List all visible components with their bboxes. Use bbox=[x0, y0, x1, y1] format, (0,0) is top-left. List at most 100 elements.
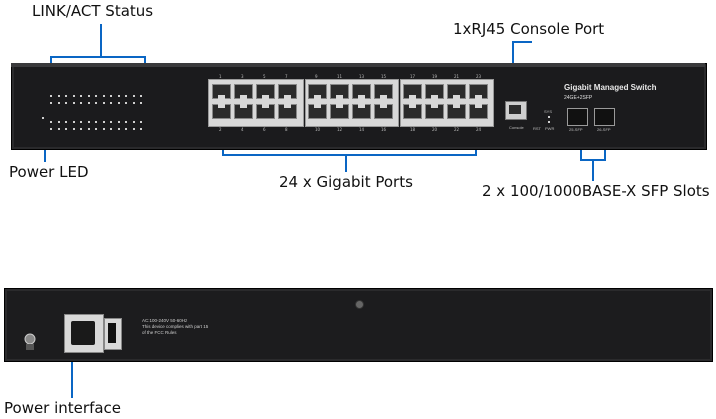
port-number-top: 15 bbox=[381, 74, 387, 79]
sfp-slots-label: 2 x 100/1000BASE-X SFP Slots bbox=[482, 182, 710, 200]
rj45-port-21[interactable] bbox=[447, 84, 466, 99]
port-number-bottom: 16 bbox=[381, 127, 387, 132]
rj45-port-6[interactable] bbox=[256, 104, 275, 119]
rj45-port-18[interactable] bbox=[403, 104, 422, 119]
rj45-port-9[interactable] bbox=[308, 84, 327, 99]
link-act-led bbox=[110, 95, 112, 97]
rj45-port-11[interactable] bbox=[330, 84, 349, 99]
product-title: Gigabit Managed Switch bbox=[564, 83, 657, 92]
rj45-port-12[interactable] bbox=[330, 104, 349, 119]
link-act-led bbox=[50, 102, 52, 104]
link-act-bracket bbox=[50, 56, 145, 58]
power-interface-callout-line bbox=[71, 332, 73, 398]
link-act-led bbox=[80, 128, 82, 130]
link-act-led bbox=[102, 128, 105, 130]
console-port[interactable] bbox=[505, 101, 527, 120]
link-act-led bbox=[72, 95, 75, 97]
link-act-led bbox=[80, 95, 82, 97]
console-port-caption: Console bbox=[509, 125, 524, 130]
port-number-top: 7 bbox=[285, 74, 288, 79]
rj45-port-3[interactable] bbox=[234, 84, 253, 99]
link-act-led bbox=[95, 95, 97, 97]
link-act-led bbox=[57, 95, 60, 97]
link-act-led bbox=[57, 121, 60, 123]
link-act-led bbox=[117, 121, 120, 123]
sfp-slot-26[interactable] bbox=[594, 108, 615, 126]
rj45-port-7[interactable] bbox=[278, 84, 297, 99]
sys-led bbox=[548, 116, 550, 118]
link-act-led bbox=[140, 102, 142, 104]
rj45-port-23[interactable] bbox=[469, 84, 488, 99]
link-act-led bbox=[50, 95, 52, 97]
link-act-led bbox=[65, 95, 67, 97]
rj45-port-24[interactable] bbox=[469, 104, 488, 119]
port-number-top: 21 bbox=[454, 74, 460, 79]
ac-power-socket[interactable] bbox=[64, 314, 104, 353]
link-act-led bbox=[125, 128, 127, 130]
port-number-bottom: 20 bbox=[432, 127, 438, 132]
sfp-slot-25[interactable] bbox=[567, 108, 588, 126]
power-rating-text: AC:100-240V 50-60Hz This device complies… bbox=[142, 318, 208, 336]
port-number-bottom: 24 bbox=[476, 127, 482, 132]
port-number-bottom: 18 bbox=[410, 127, 416, 132]
rj45-port-20[interactable] bbox=[425, 104, 444, 119]
link-act-led bbox=[72, 102, 75, 104]
rj45-port-8[interactable] bbox=[278, 104, 297, 119]
power-led bbox=[42, 117, 44, 119]
link-act-led bbox=[50, 121, 52, 123]
rj45-port-1[interactable] bbox=[212, 84, 231, 99]
link-act-led bbox=[87, 102, 90, 104]
rst-button-label: RST bbox=[533, 126, 541, 131]
link-act-led bbox=[57, 102, 60, 104]
port-number-bottom: 14 bbox=[359, 127, 365, 132]
product-subtitle: 24GE+2SFP bbox=[564, 95, 593, 101]
ports-callout-line bbox=[345, 154, 347, 172]
link-act-led bbox=[132, 128, 135, 130]
link-act-led bbox=[65, 128, 67, 130]
rj45-port-10[interactable] bbox=[308, 104, 327, 119]
rj45-port-22[interactable] bbox=[447, 104, 466, 119]
link-act-led bbox=[102, 95, 105, 97]
ground-terminal-icon bbox=[24, 333, 36, 350]
link-act-led bbox=[72, 121, 75, 123]
rj45-port-14[interactable] bbox=[352, 104, 371, 119]
port-number-top: 11 bbox=[337, 74, 343, 79]
rj45-port-13[interactable] bbox=[352, 84, 371, 99]
pwr-led-label: PWR bbox=[545, 126, 555, 131]
rj45-port-19[interactable] bbox=[425, 84, 444, 99]
link-act-led bbox=[140, 121, 142, 123]
link-act-led bbox=[65, 102, 67, 104]
rj45-port-4[interactable] bbox=[234, 104, 253, 119]
console-port-label: 1xRJ45 Console Port bbox=[453, 20, 605, 38]
link-act-led bbox=[87, 121, 90, 123]
rj45-port-2[interactable] bbox=[212, 104, 231, 119]
console-callout-line-h bbox=[512, 41, 532, 43]
link-act-led bbox=[132, 95, 135, 97]
sfp-callout-line bbox=[592, 159, 594, 181]
link-act-led bbox=[140, 95, 142, 97]
rj45-port-15[interactable] bbox=[374, 84, 393, 99]
rj45-port-5[interactable] bbox=[256, 84, 275, 99]
link-act-led bbox=[117, 95, 120, 97]
rj45-port-16[interactable] bbox=[374, 104, 393, 119]
link-act-led bbox=[102, 121, 105, 123]
port-number-bottom: 4 bbox=[241, 127, 244, 132]
port-number-top: 23 bbox=[476, 74, 482, 79]
port-number-bottom: 2 bbox=[219, 127, 222, 132]
front-panel-top-edge bbox=[11, 63, 705, 67]
power-switch[interactable] bbox=[104, 318, 122, 350]
link-act-led bbox=[50, 128, 52, 130]
port-number-top: 3 bbox=[241, 74, 244, 79]
link-act-led bbox=[65, 121, 67, 123]
rj45-port-17[interactable] bbox=[403, 84, 422, 99]
link-act-led bbox=[125, 95, 127, 97]
ports-bracket-bottom bbox=[222, 154, 477, 156]
link-act-led bbox=[72, 128, 75, 130]
rating-line-1: AC:100-240V 50-60Hz bbox=[142, 318, 188, 323]
port-number-top: 13 bbox=[359, 74, 365, 79]
port-number-top: 19 bbox=[432, 74, 438, 79]
port-number-bottom: 10 bbox=[315, 127, 321, 132]
port-number-top: 1 bbox=[219, 74, 222, 79]
power-switch-rocker bbox=[108, 323, 116, 343]
rating-line-3: of the FCC Rules bbox=[142, 330, 177, 335]
